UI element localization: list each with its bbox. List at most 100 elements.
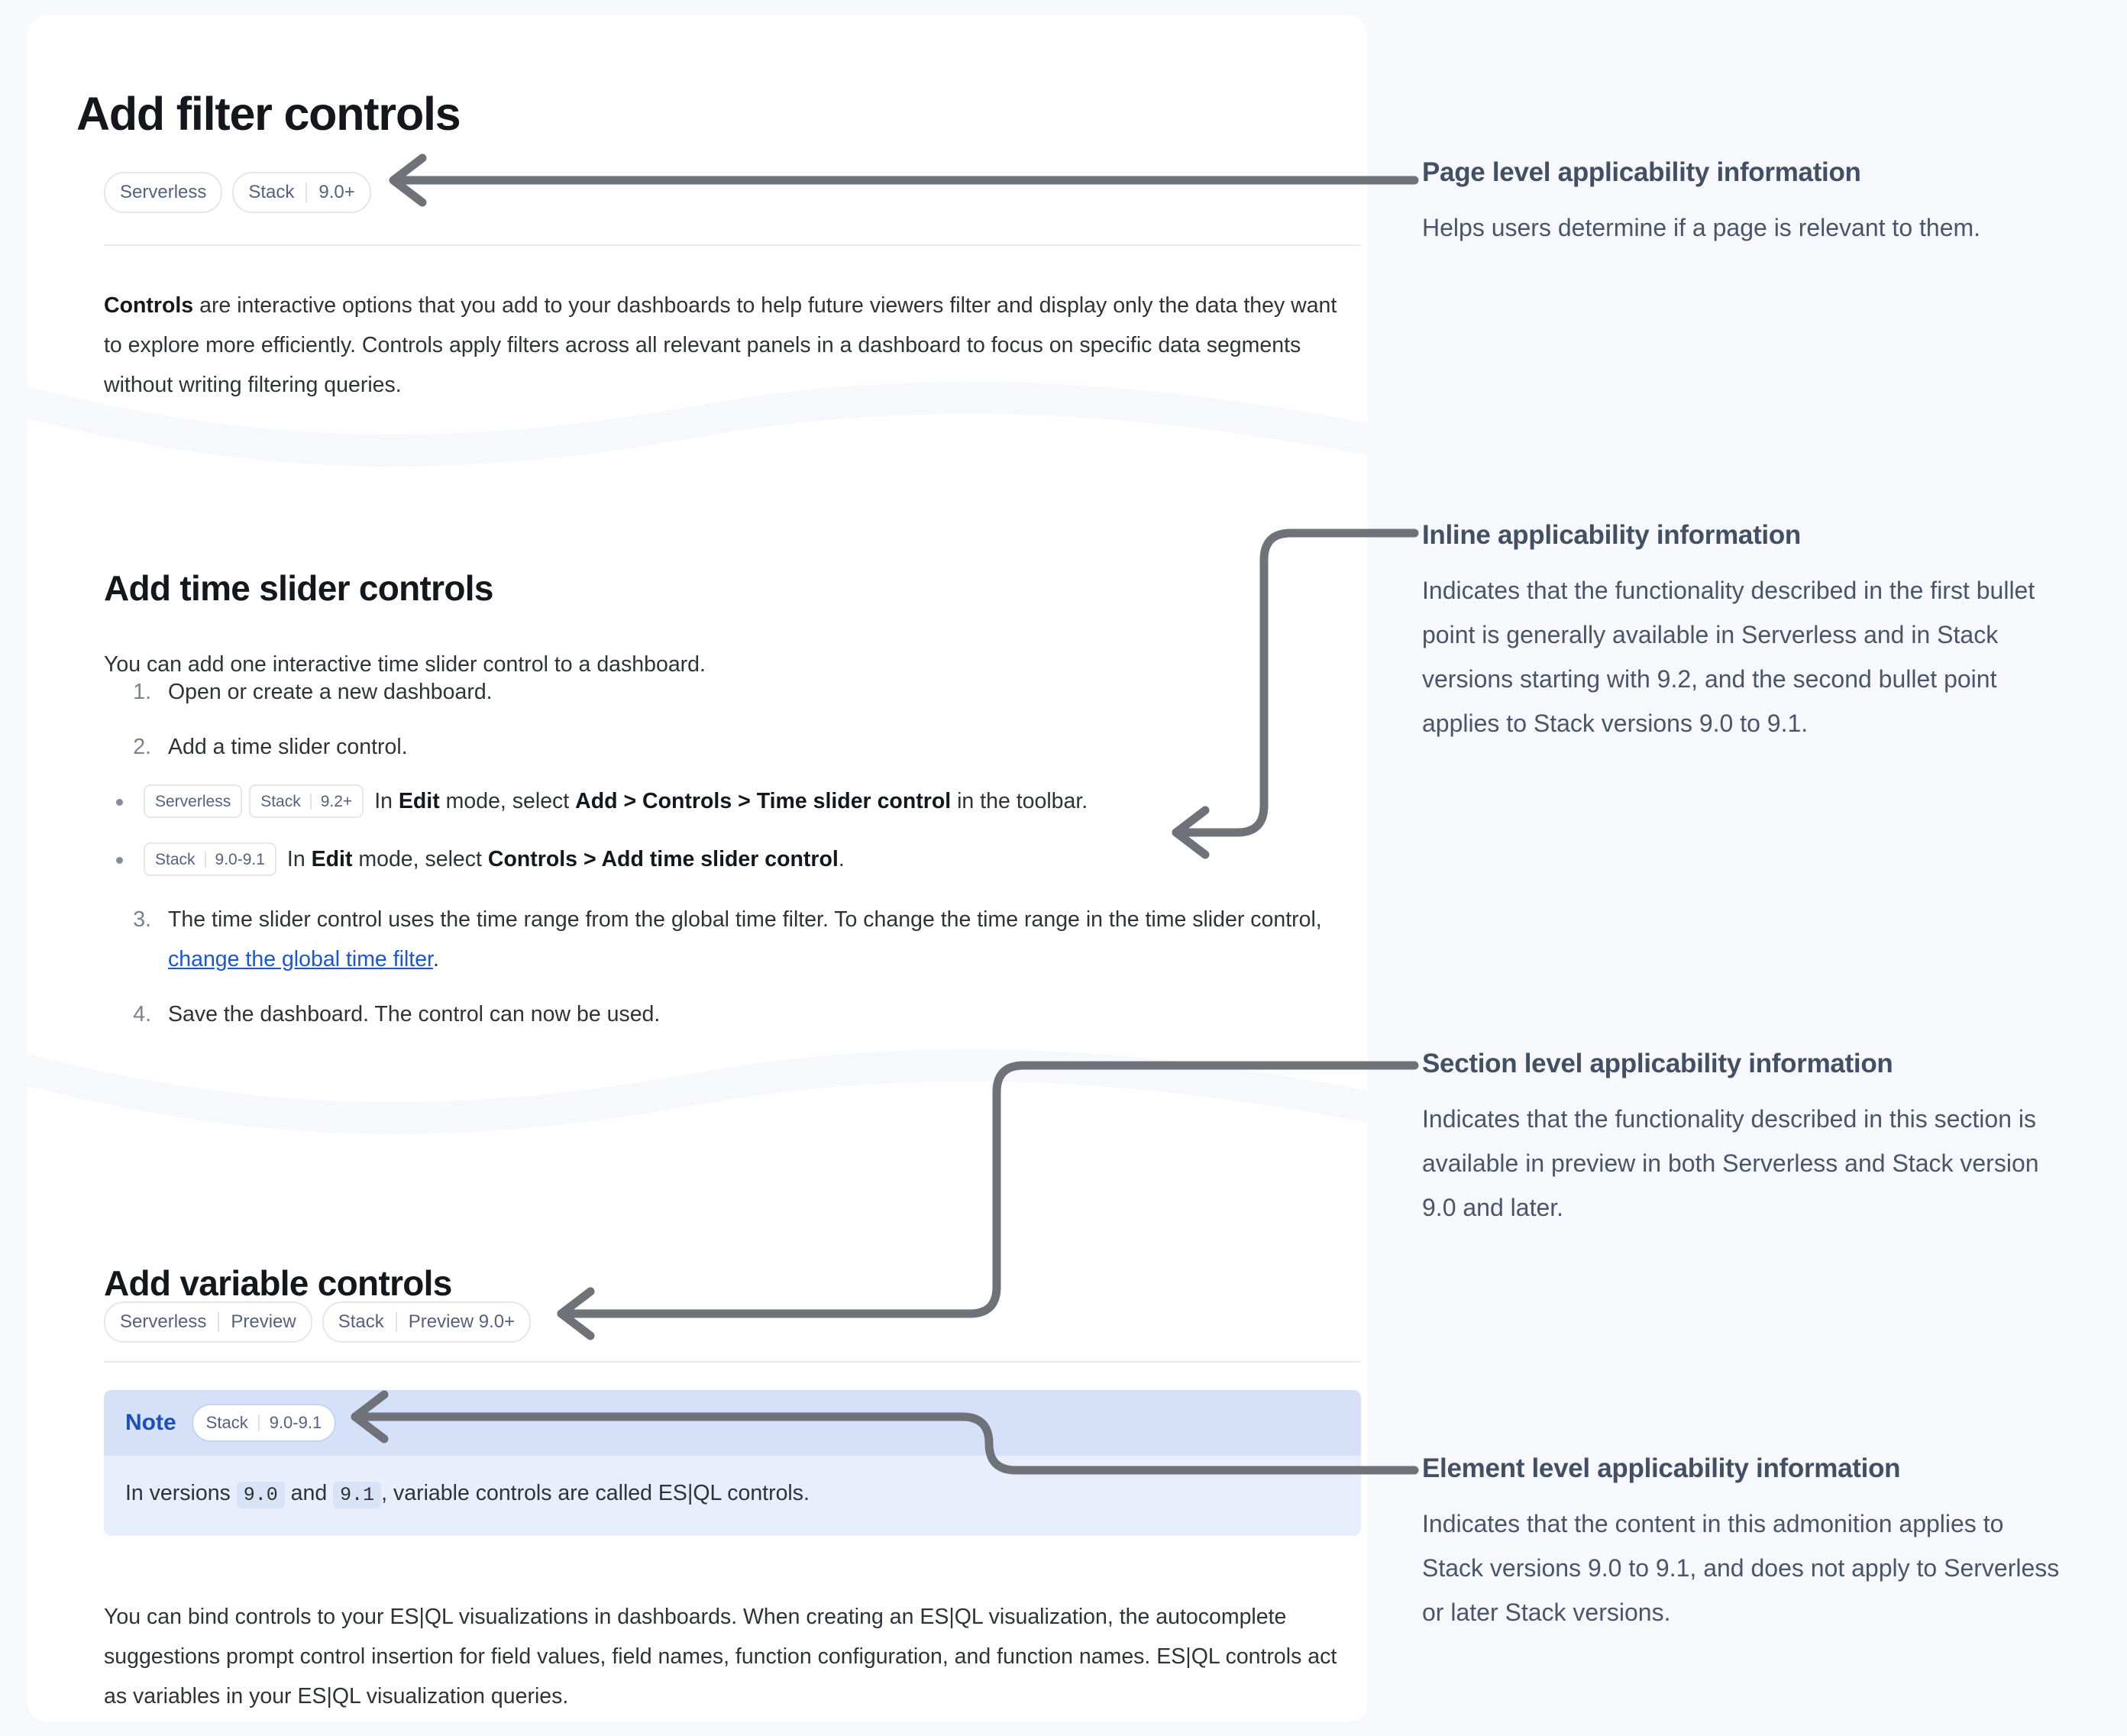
badge-version: 9.0+ xyxy=(318,182,355,202)
section-heading-time-slider: Add time slider controls xyxy=(104,568,493,609)
list-item: Stack 9.0-9.1 In Edit mode, select Contr… xyxy=(104,842,1356,877)
badge-label: Serverless xyxy=(155,792,231,810)
annotation-title: Element level applicability information xyxy=(1422,1453,1901,1483)
list-item: 4. Save the dashboard. The control can n… xyxy=(104,994,1356,1034)
step-text-head: The time slider control uses the time ra… xyxy=(168,907,1322,932)
badge-separator xyxy=(257,1414,260,1431)
badge-version: 9.0-9.1 xyxy=(215,850,265,868)
list-item: Serverless Stack 9.2+ In Edit mode, sele… xyxy=(104,784,1356,819)
badge-separator xyxy=(309,793,312,810)
time-slider-lead: You can add one interactive time slider … xyxy=(104,651,706,677)
annotation-body: Indicates that the content in this admon… xyxy=(1422,1510,2060,1626)
t: In xyxy=(286,847,312,871)
page-title: Add filter controls xyxy=(76,87,461,140)
time-slider-steps: 1. Open or create a new dashboard. 2. Ad… xyxy=(104,672,1356,1049)
badge-lifecycle-version: Preview 9.0+ xyxy=(408,1311,516,1332)
bullet-text: In Edit mode, select Add > Controls > Ti… xyxy=(374,784,1088,819)
t: > xyxy=(732,789,757,813)
badge-separator xyxy=(395,1312,397,1332)
annotation-body: Indicates that the functionality describ… xyxy=(1422,577,2035,737)
badge-label: Stack xyxy=(155,850,196,868)
badge-version: 9.2+ xyxy=(320,792,353,810)
badge-serverless-preview[interactable]: Serverless Preview xyxy=(104,1301,312,1343)
badge-separator xyxy=(204,851,206,868)
badge-version: 9.0-9.1 xyxy=(269,1413,322,1432)
list-item: 3. The time slider control uses the time… xyxy=(104,900,1356,979)
note-text: and xyxy=(284,1481,334,1505)
badge-separator xyxy=(305,183,308,202)
badge-label: Stack xyxy=(205,1413,248,1432)
t: Time slider control xyxy=(756,789,952,813)
badge-stack-version[interactable]: Stack 9.0+ xyxy=(232,172,371,213)
badge-serverless[interactable]: Serverless xyxy=(104,172,223,213)
step-text-tail: . xyxy=(432,947,439,971)
step-text: The time slider control uses the time ra… xyxy=(168,900,1356,979)
intro-paragraph: Controls are interactive options that yo… xyxy=(104,286,1349,405)
code-version-90: 9.0 xyxy=(236,1482,285,1508)
inline-applicability-badges: Stack 9.0-9.1 xyxy=(144,842,276,876)
badge-label: Stack xyxy=(248,182,295,202)
annotation-body: Helps users determine if a page is relev… xyxy=(1422,214,1981,241)
annotation-section-level: Section level applicability information … xyxy=(1422,1048,2064,1230)
page-applicability-badges: Serverless Stack 9.0+ xyxy=(104,172,371,213)
annotation-page-level: Page level applicability information Hel… xyxy=(1422,157,2064,250)
step-number: 2. xyxy=(133,735,151,759)
t: Edit xyxy=(311,847,353,871)
documentation-card: Add filter controls Serverless Stack 9.0… xyxy=(27,15,1368,1722)
intro-lead-bold: Controls xyxy=(104,293,194,318)
t: in the toolbar. xyxy=(951,789,1088,813)
time-slider-bullets: Serverless Stack 9.2+ In Edit mode, sele… xyxy=(104,784,1356,877)
section-wave-divider-2 xyxy=(27,1031,1368,1161)
t: Controls xyxy=(487,847,578,871)
annotation-element-level: Element level applicability information … xyxy=(1422,1453,2064,1634)
badge-label: Serverless xyxy=(120,1311,207,1332)
bullet-text: In Edit mode, select Controls > Add time… xyxy=(287,842,845,877)
badge-label: Stack xyxy=(260,792,301,810)
note-admonition: Note Stack 9.0-9.1 In versions 9.0 and 9… xyxy=(104,1390,1361,1536)
t: Edit xyxy=(398,789,440,813)
badge-stack-version[interactable]: Stack 9.0-9.1 xyxy=(144,842,276,876)
badge-serverless[interactable]: Serverless xyxy=(144,784,243,818)
section-applicability-badges: Serverless Preview Stack Preview 9.0+ xyxy=(104,1301,532,1343)
section-heading-variable-controls: Add variable controls xyxy=(104,1263,452,1304)
variable-controls-outro: You can bind controls to your ES|QL visu… xyxy=(104,1604,1337,1709)
global-time-filter-link[interactable]: change the global time filter xyxy=(168,947,433,971)
annotation-title: Page level applicability information xyxy=(1422,157,1861,187)
badge-stack-version[interactable]: Stack 9.2+ xyxy=(249,784,364,818)
step-text: Add a time slider control. xyxy=(168,735,408,759)
note-title: Note xyxy=(125,1410,176,1435)
list-item: 1. Open or create a new dashboard. xyxy=(104,672,1356,712)
badge-stack-version[interactable]: Stack 9.0-9.1 xyxy=(191,1404,337,1442)
t: mode, select xyxy=(439,789,576,813)
title-divider xyxy=(104,244,1361,246)
badge-stack-preview-version[interactable]: Stack Preview 9.0+ xyxy=(322,1301,532,1343)
step-number: 1. xyxy=(133,680,151,704)
note-body: In versions 9.0 and 9.1, variable contro… xyxy=(104,1456,1361,1536)
t: Add xyxy=(575,789,618,813)
step-text: Open or create a new dashboard. xyxy=(168,680,493,704)
badge-label: Stack xyxy=(338,1311,384,1332)
note-text: , variable controls are called ES|QL con… xyxy=(381,1481,810,1505)
annotation-title: Inline applicability information xyxy=(1422,520,1802,550)
badge-label: Serverless xyxy=(120,182,207,202)
code-version-91: 9.1 xyxy=(333,1482,382,1508)
inline-applicability-badges: Serverless Stack 9.2+ xyxy=(144,784,364,818)
t: > xyxy=(577,847,602,871)
note-header: Note Stack 9.0-9.1 xyxy=(104,1390,1361,1456)
list-item: 2. Add a time slider control. xyxy=(104,727,1356,767)
badge-separator xyxy=(218,1312,220,1332)
section-divider xyxy=(104,1361,1361,1363)
note-text: In versions xyxy=(125,1481,237,1505)
annotation-title: Section level applicability information xyxy=(1422,1049,1893,1078)
t: > xyxy=(617,789,643,813)
annotation-body: Indicates that the functionality describ… xyxy=(1422,1105,2039,1221)
t: Add time slider control xyxy=(601,847,839,871)
intro-rest: are interactive options that you add to … xyxy=(104,293,1337,397)
step-number: 4. xyxy=(133,1002,151,1026)
step-number: 3. xyxy=(133,907,151,932)
t: . xyxy=(838,847,845,871)
t: In xyxy=(374,789,399,813)
badge-lifecycle: Preview xyxy=(231,1311,296,1332)
step-text: Save the dashboard. The control can now … xyxy=(168,1002,661,1026)
